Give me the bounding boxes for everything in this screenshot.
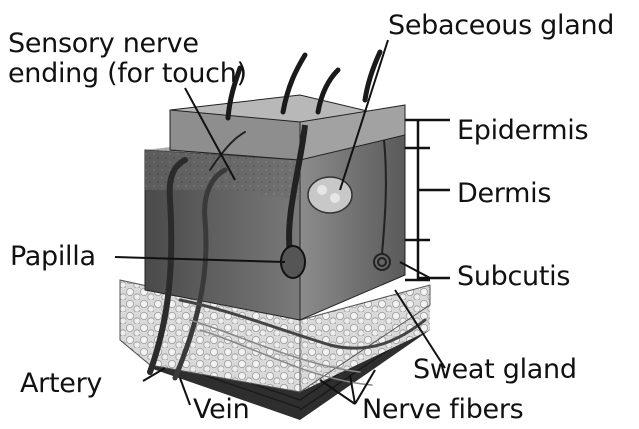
label-nerve-fibers: Nerve fibers — [362, 396, 523, 423]
label-papilla: Papilla — [10, 243, 96, 270]
label-epidermis: Epidermis — [457, 117, 588, 144]
label-sensory-nerve-line1: Sensory nerve — [8, 30, 199, 57]
label-vein: Vein — [193, 396, 249, 423]
label-sebaceous-gland: Sebaceous gland — [388, 12, 614, 39]
label-dermis: Dermis — [457, 180, 551, 207]
artery-leader — [143, 368, 165, 381]
label-artery: Artery — [20, 370, 102, 397]
sebaceous-gland — [308, 177, 352, 213]
layer-bracket — [405, 120, 450, 280]
vein-leader — [180, 378, 190, 405]
label-sweat-gland: Sweat gland — [413, 356, 577, 383]
label-sensory-nerve-line2: ending (for touch) — [8, 60, 247, 87]
label-subcutis: Subcutis — [457, 263, 570, 290]
